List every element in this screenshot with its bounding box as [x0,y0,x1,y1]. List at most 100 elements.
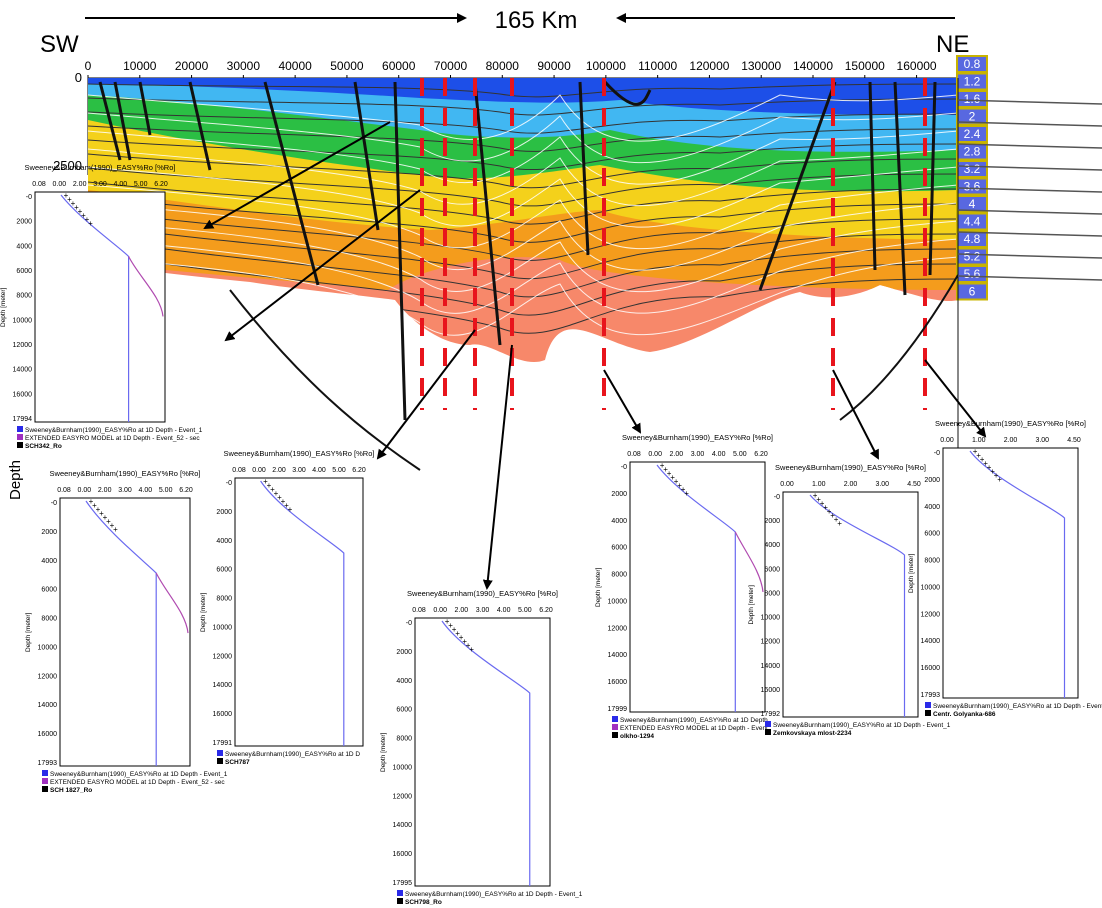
plot-y-tick: 8000 [41,616,57,623]
plot-y-label: Depth [meter] [908,553,915,593]
colorbar-label: 4.4 [964,215,981,229]
colorbar-label: 0.8 [964,57,981,71]
sample-point: + [820,499,825,508]
x-tick-label: 120000 [689,59,729,73]
legend-swatch [925,710,931,716]
plot-x-tick: 2.00 [455,607,469,614]
section-depth-axis: 0 2500 [53,70,89,175]
sample-point: + [466,641,471,650]
x-tick-label: 140000 [793,59,833,73]
plot-x-tick: 4.00 [114,181,128,188]
plot-title: Sweeney&Burnham(1990)_EASY%Ro [%Ro] [935,419,1086,428]
sample-point: + [677,481,682,490]
colorbar-label: 3.6 [964,180,981,194]
ro-curve [656,464,736,712]
plot-x-tick: 0.00 [648,451,662,458]
legend-entry: Sweeney&Burnham(1990)_EASY%Ro at 1D Dept… [620,717,768,724]
plot-y-tick: 2000 [216,509,232,516]
x-tick-label: 0 [85,59,92,73]
sample-point: + [113,525,118,534]
legend-swatch [17,434,23,440]
plot-y-tick: 14000 [921,638,941,645]
sample-point: + [990,467,995,476]
plot-y-tick: 17994 [13,416,33,423]
plot-y-tick: 4000 [396,678,412,685]
plot-x-tick: 6.20 [352,467,366,474]
colorbar-label: 3.2 [964,162,981,176]
plot-y-tick: 12000 [608,625,628,632]
plot-y-tick: 6000 [611,545,627,552]
plot-y-tick: 14000 [13,367,33,374]
colorbar-label: 1.6 [964,92,981,106]
ro-curve [969,450,1066,698]
plot-y-tick: 12000 [761,639,781,646]
plot-y-tick: 16000 [393,851,413,858]
sample-point: + [81,211,86,220]
ro-curve [441,620,531,886]
colorbar: 0.81.21.622.42.83.23.644.44.85.25.66 [956,55,988,301]
legend-swatch [612,732,618,738]
sample-point: + [88,219,93,228]
sample-point: + [830,511,835,520]
colorbar-cell [956,72,988,91]
colorbar-cell [956,107,988,126]
legend-entry: Sweeney&Burnham(1990)_EASY%Ro at 1D Dept… [773,722,951,729]
plot-x-tick: 1.00 [972,437,986,444]
colorbar-label: 4.8 [964,232,981,246]
x-tick-label: 150000 [845,59,885,73]
sample-point: + [103,513,108,522]
sample-point: + [663,465,668,474]
plot-y-tick: 17991 [213,740,233,747]
sample-point: + [459,633,464,642]
plot-x-tick: 0.00 [433,607,447,614]
colorbar-cell [956,55,988,73]
plot-y-tick: 16000 [761,687,781,694]
x-tick-label: 30000 [227,59,261,73]
plot-x-tick: 4.00 [312,467,326,474]
plot-y-tick: 12000 [38,673,58,680]
legend-swatch [397,898,403,904]
legend-swatch [765,729,771,735]
sample-point: + [455,629,460,638]
plot-y-label: Depth [meter] [380,732,387,772]
plot-y-tick: 10000 [38,644,58,651]
plot-y-tick: 8000 [611,572,627,579]
plot-frame [942,447,1079,699]
basin-fill [88,78,958,363]
plot-x-tick: 5.00 [733,451,747,458]
colorbar-label: 2.4 [964,127,981,141]
plot-y-tick: -0 [621,464,627,471]
plot-y-tick: 14000 [608,652,628,659]
plot-y-tick: 16000 [608,679,628,686]
plot-title: Sweeney&Burnham(1990)_EASY%Ro [%Ro] [622,433,773,442]
extended-curve [734,531,764,593]
plot-y-tick: 16000 [38,731,58,738]
legend-swatch [612,724,618,730]
plot-y-tick: 14000 [761,663,781,670]
sample-point: + [78,207,83,216]
well-name: Centr. Golyanka-686 [933,711,996,718]
plot-y-tick: 6000 [764,566,780,573]
plot-y-tick: 4000 [16,243,32,250]
plot-y-label: Depth [meter] [0,287,7,327]
colorbar-cell [956,90,988,108]
sample-point: + [270,485,275,494]
sample-point: + [67,195,72,204]
plot-x-tick: 3.00 [93,181,107,188]
plot-x-tick: 3.00 [691,451,705,458]
sample-point: + [445,617,450,626]
extended-curve [128,256,164,317]
sample-point: + [92,501,97,510]
legend-entry: EXTENDED EASYRO MODEL at 1D Depth - Even… [25,435,200,442]
plot-y-tick: 12000 [393,793,413,800]
sample-point: + [281,497,286,506]
colorbar-label: 5.6 [964,267,981,281]
plot-y-tick: 6000 [16,268,32,275]
plot-y-tick: 14000 [393,822,413,829]
sample-point: + [994,471,999,480]
plot-x-tick: 0.08 [57,487,71,494]
